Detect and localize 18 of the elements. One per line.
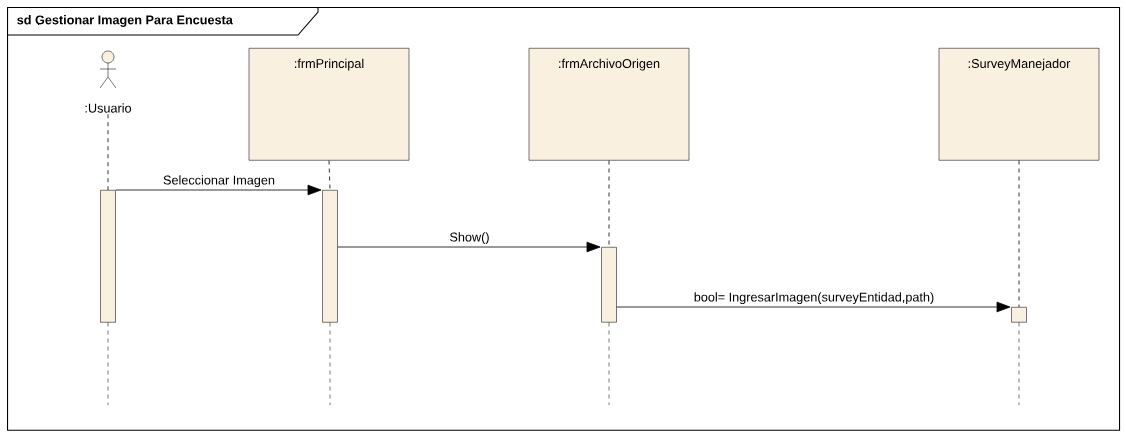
activation-bar: [100, 190, 116, 323]
activation-bar: [1011, 307, 1027, 323]
activation-bar: [601, 247, 617, 323]
message-arrow: [337, 241, 601, 253]
lifeline-head: :SurveyManejador: [938, 48, 1100, 161]
actor: :Usuario: [85, 50, 132, 113]
lifeline-head: :frmArchivoOrigen: [528, 48, 690, 161]
message-label: Show(): [450, 232, 489, 245]
lifeline: [1018, 160, 1020, 308]
node-label: :Usuario: [85, 103, 132, 113]
message-label: Seleccionar Imagen: [163, 175, 275, 188]
message-arrow: [115, 184, 322, 196]
lifeline: [608, 160, 610, 248]
lifeline-head: :frmPrincipal: [248, 48, 410, 161]
message-arrow: [616, 301, 1011, 313]
activation-bar: [322, 190, 338, 323]
message-label: bool= IngresarImagen(surveyEntidad,path): [694, 292, 934, 305]
lifeline: [107, 113, 109, 191]
